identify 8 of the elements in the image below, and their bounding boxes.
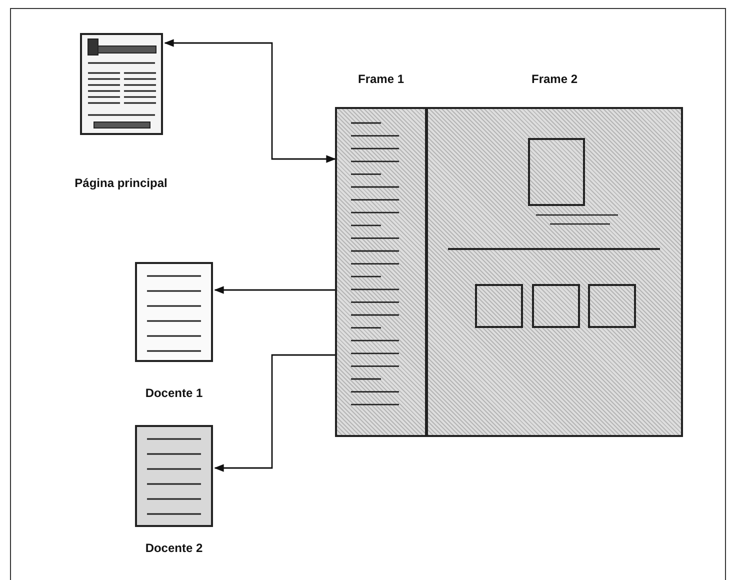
page-caption: Docente 2: [144, 541, 204, 555]
arrow: [214, 286, 335, 294]
frame-heading: Frame 1: [356, 72, 406, 86]
page-caption: Docente 1: [144, 386, 204, 400]
frame-heading: Frame 2: [530, 72, 579, 86]
page-caption: Página principal: [74, 176, 168, 190]
arrow: [214, 354, 335, 472]
arrow: [164, 39, 336, 163]
